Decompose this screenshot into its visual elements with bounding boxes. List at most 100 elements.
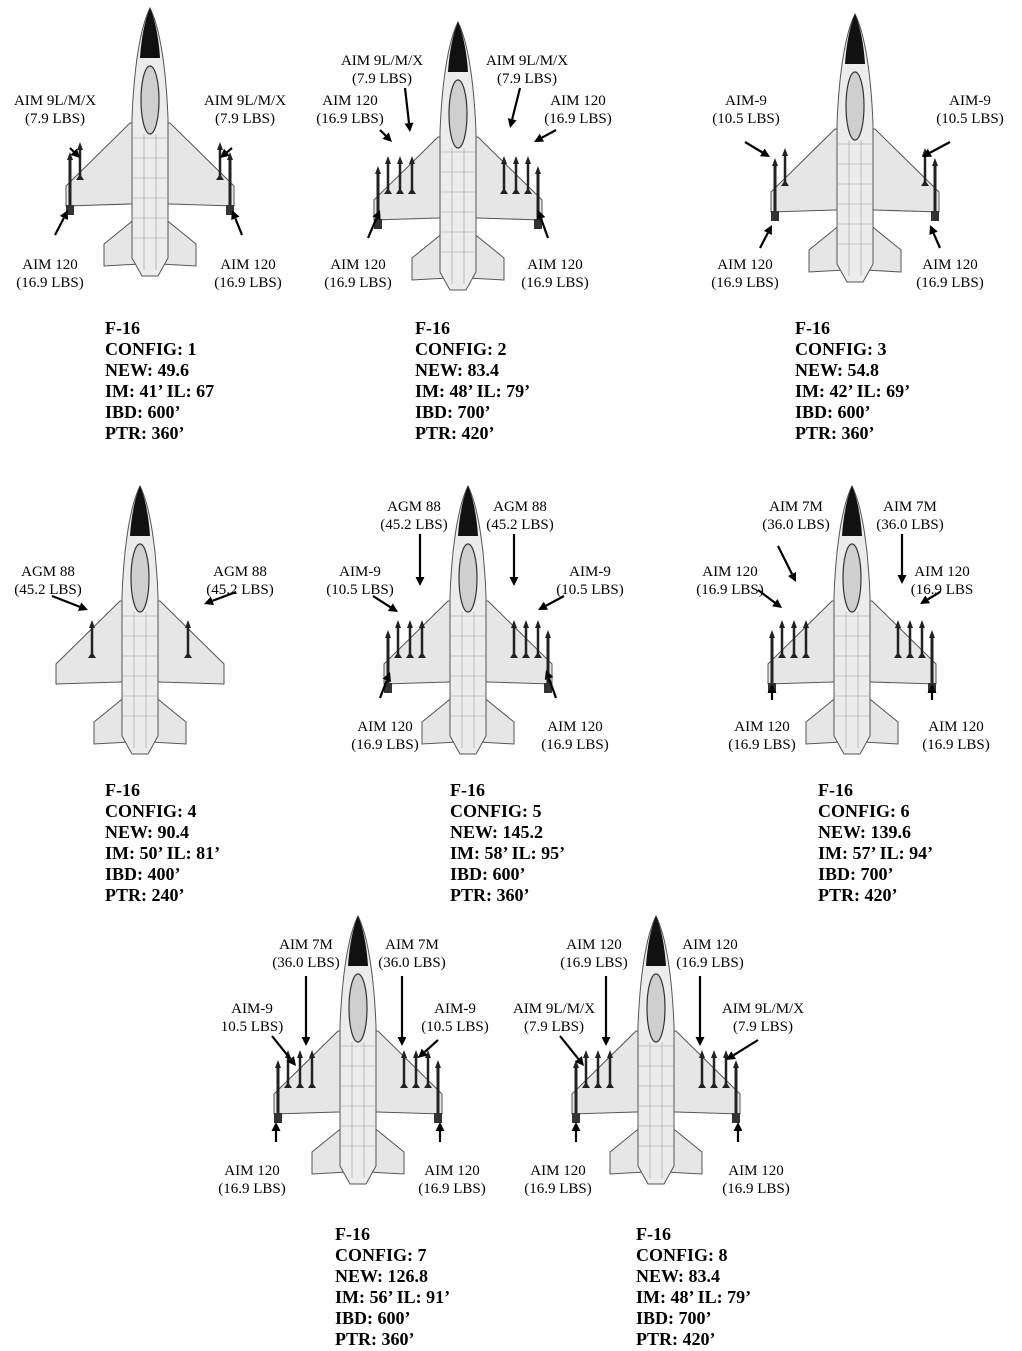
- f16-aircraft: [767, 484, 937, 755]
- im-il-distance: IM: 48’ IL: 79’: [636, 1287, 752, 1307]
- weapon-weight: (7.9 LBS): [524, 1019, 584, 1035]
- im-il-distance: IM: 58’ IL: 95’: [450, 843, 566, 863]
- missile-fin: [384, 188, 392, 194]
- weapon-label: AIM 120(16.9 LBS: [911, 563, 974, 599]
- missile-nose: [523, 620, 529, 628]
- missile-fin: [698, 1082, 706, 1088]
- weapon-label: AIM 9L/M/X(7.9 LBS): [341, 52, 423, 88]
- arrow-head: [571, 1122, 581, 1131]
- weapon-weight: (45.2 LBS): [486, 517, 554, 533]
- ptr-distance: PTR: 420’: [818, 885, 898, 905]
- arrow-head: [897, 575, 907, 584]
- missile-nose: [395, 620, 401, 628]
- missile-nose: [932, 158, 938, 166]
- nose-radome: [448, 22, 468, 72]
- wingtip-launcher: [732, 1113, 740, 1123]
- wingtip-launcher: [374, 219, 382, 229]
- ibd-distance: IBD: 700’: [636, 1308, 712, 1328]
- weapon-name: AIM 120: [530, 1163, 586, 1179]
- missile-fin: [512, 188, 520, 194]
- arrow-shaft: [541, 129, 557, 139]
- missile-nose: [501, 156, 507, 164]
- weapon-name: AIM 120: [220, 257, 276, 273]
- missile-nose: [401, 1050, 407, 1058]
- missile-nose: [409, 156, 415, 164]
- weapon-label: AGM 88(45.2 LBS): [380, 498, 448, 534]
- weapon-label: AIM 9L/M/X(7.9 LBS): [14, 92, 96, 128]
- arrow-head: [763, 225, 772, 236]
- callout-arrow: [559, 1035, 584, 1066]
- im-il-distance: IM: 42’ IL: 69’: [795, 381, 911, 401]
- net-explosive-weight: NEW: 83.4: [415, 360, 500, 380]
- missile-nose: [513, 156, 519, 164]
- callout-arrow: [220, 147, 233, 158]
- missile-nose: [535, 620, 541, 628]
- arrow-head: [534, 133, 545, 142]
- weapon-weight: (36.0 LBS): [272, 955, 340, 971]
- ibd-distance: IBD: 600’: [105, 402, 181, 422]
- weapon-label: AIM 7M(36.0 LBS): [272, 936, 340, 972]
- weapon-label: AIM 120(16.9 LBS): [418, 1162, 486, 1198]
- arrow-head: [507, 118, 517, 128]
- callout-arrow: [54, 210, 68, 236]
- ibd-distance: IBD: 700’: [415, 402, 491, 422]
- weapon-name: AIM-9: [434, 1001, 476, 1017]
- weapon-label: AIM-9(10.5 LBS): [326, 563, 394, 599]
- weapon-name: AIM 120: [566, 937, 622, 953]
- callout-arrow: [922, 141, 951, 157]
- weapon-weight: (16.9 LBS): [728, 737, 796, 753]
- config-number: CONFIG: 5: [450, 801, 542, 821]
- missile-nose: [907, 620, 913, 628]
- missile-nose: [385, 156, 391, 164]
- arrow-shaft: [51, 594, 81, 608]
- missile-fin: [394, 652, 402, 658]
- weapon-weight: (16.9 LBS): [544, 111, 612, 127]
- weapon-weight: (36.0 LBS): [762, 517, 830, 533]
- missile-nose: [595, 1050, 601, 1058]
- nose-radome: [130, 486, 150, 536]
- arrow-head: [70, 148, 80, 158]
- weapon-weight: (10.5 LBS): [421, 1019, 489, 1035]
- arrow-shaft: [757, 589, 776, 604]
- weapon-label: AIM-9(10.5 LBS): [936, 92, 1004, 128]
- wingtip-launcher: [572, 1113, 580, 1123]
- weapon-name: AIM 120: [682, 937, 738, 953]
- weapon-weight: (16.9 LBS): [916, 275, 984, 291]
- arrow-head: [695, 1037, 705, 1046]
- config-number: CONFIG: 4: [105, 801, 197, 821]
- weapon-label: AIM 120(16.9 LBS): [541, 718, 609, 754]
- arrow-head: [787, 571, 796, 582]
- weapon-weight: (16.9 LBS): [722, 1181, 790, 1197]
- net-explosive-weight: NEW: 139.6: [818, 822, 912, 842]
- arrow-shaft: [927, 591, 941, 601]
- arrow-head: [927, 684, 937, 693]
- weapon-name: AGM 88: [21, 564, 75, 580]
- missile-fin: [412, 1082, 420, 1088]
- weapon-name: AIM 120: [914, 564, 970, 580]
- wingtip-launcher: [931, 211, 939, 221]
- weapon-weight: (10.5 LBS): [936, 111, 1004, 127]
- arrow-head: [922, 148, 933, 157]
- missile-fin: [524, 188, 532, 194]
- weapon-label: AIM 120(16.9 LBS): [722, 1162, 790, 1198]
- weapon-weight: (16.9 LBS): [676, 955, 744, 971]
- arrow-shaft: [547, 678, 558, 699]
- arrow-head: [382, 132, 392, 142]
- im-il-distance: IM: 57’ IL: 94’: [818, 843, 934, 863]
- ptr-distance: PTR: 360’: [335, 1329, 415, 1349]
- weapon-weight: (10.5 LBS): [326, 582, 394, 598]
- weapon-name: AIM 120: [224, 1163, 280, 1179]
- weapon-name: AIM 9L/M/X: [512, 1001, 596, 1017]
- callout-arrow: [415, 534, 425, 586]
- ibd-distance: IBD: 600’: [335, 1308, 411, 1328]
- callout-arrow: [733, 1122, 743, 1142]
- weapon-label: AIM 9L/M/X(7.9 LBS): [486, 52, 568, 88]
- missile-nose: [435, 1060, 441, 1068]
